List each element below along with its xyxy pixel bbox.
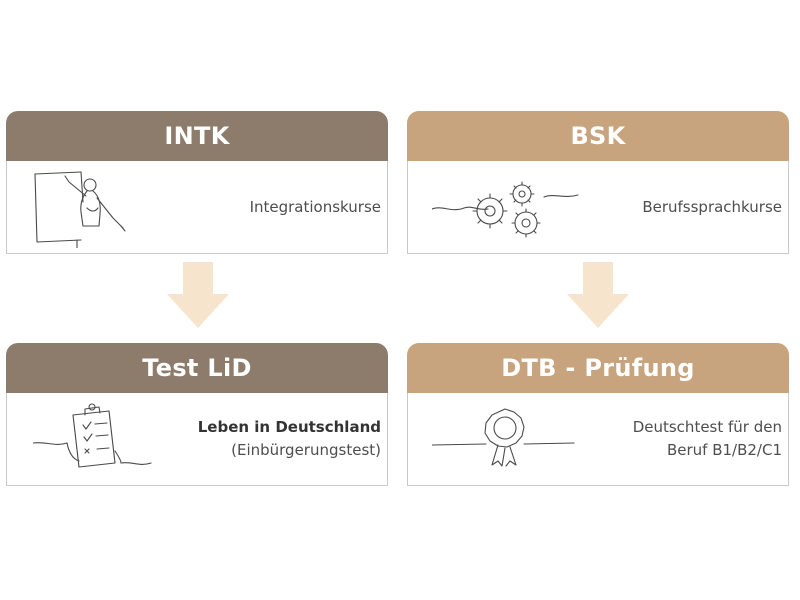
teacher-at-whiteboard-icon bbox=[34, 171, 126, 248]
card-bsk-title: BSK bbox=[570, 122, 626, 150]
card-lid: Test LiD Leben in Deutschland (Einbürger… bbox=[6, 343, 388, 486]
card-lid-text: Leben in Deutschland (Einbürgerungstest) bbox=[198, 393, 381, 485]
gears-icon bbox=[432, 181, 579, 238]
card-dtb-header: DTB - Prüfung bbox=[407, 343, 789, 393]
card-lid-description-bold: Leben in Deutschland bbox=[197, 418, 381, 436]
card-bsk-text: Berufssprachkurse bbox=[642, 161, 782, 253]
card-dtb-text: Deutschtest für den Beruf B1/B2/C1 bbox=[633, 393, 782, 485]
card-bsk-header: BSK bbox=[407, 111, 789, 161]
arrow-down-left bbox=[167, 262, 229, 328]
card-intk-header: INTK bbox=[6, 111, 388, 161]
card-dtb-description-line1: Deutschtest für den bbox=[632, 418, 782, 436]
card-dtb-description-line2: Beruf B1/B2/C1 bbox=[666, 441, 782, 459]
card-lid-description-sub: (Einbürgerungstest) bbox=[231, 441, 381, 459]
card-intk-title: INTK bbox=[164, 122, 230, 150]
card-intk-body: Integrationskurse bbox=[6, 161, 388, 254]
card-lid-title: Test LiD bbox=[142, 354, 252, 382]
card-intk-description: Integrationskurse bbox=[249, 197, 381, 216]
card-intk-text: Integrationskurse bbox=[250, 161, 381, 253]
card-bsk: BSK Berufssprachkurse bbox=[407, 111, 789, 254]
card-bsk-body: Berufssprachkurse bbox=[407, 161, 789, 254]
card-dtb: DTB - Prüfung Deutschtest für den Beruf … bbox=[407, 343, 789, 486]
card-intk: INTK Integrationskurse bbox=[6, 111, 388, 254]
arrow-down-right bbox=[567, 262, 629, 328]
clipboard-checklist-icon bbox=[33, 403, 152, 468]
card-dtb-body: Deutschtest für den Beruf B1/B2/C1 bbox=[407, 393, 789, 486]
card-dtb-title: DTB - Prüfung bbox=[501, 354, 695, 382]
certificate-seal-icon bbox=[432, 408, 575, 467]
card-bsk-description: Berufssprachkurse bbox=[642, 197, 782, 216]
card-lid-body: Leben in Deutschland (Einbürgerungstest) bbox=[6, 393, 388, 486]
card-lid-header: Test LiD bbox=[6, 343, 388, 393]
